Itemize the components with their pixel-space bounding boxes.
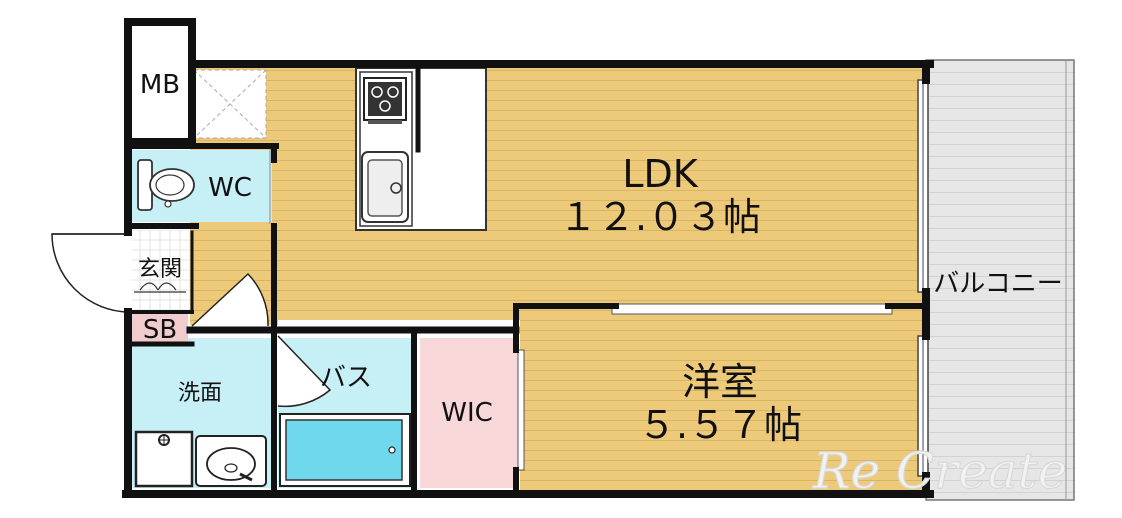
ldk-floor <box>190 68 926 320</box>
genkan-label: 玄関 <box>138 257 182 282</box>
watermark: Re Create <box>812 442 1067 500</box>
window-ldk <box>917 79 929 293</box>
stove-icon <box>363 77 407 124</box>
bathtub-icon <box>279 413 411 487</box>
sb-floor <box>132 312 188 342</box>
wc-label: WC <box>208 173 252 203</box>
ldk-size: １２.０３帖 <box>559 195 761 239</box>
wash-basin-icon <box>195 435 267 487</box>
washroom-label: 洗面 <box>178 381 222 406</box>
bath-label: バス <box>320 363 372 393</box>
western-name: 洋室 <box>682 360 758 404</box>
kitchen-sink-icon <box>361 151 409 223</box>
balcony-label: バルコニー <box>933 269 1062 299</box>
wic-label: WIC <box>441 398 493 428</box>
mb-floor <box>132 26 188 138</box>
ldk-name: LDK <box>622 152 698 196</box>
shoe-box-doors <box>134 282 186 293</box>
wic-floor <box>420 338 518 488</box>
western-floor <box>520 318 926 490</box>
sliding-door-western <box>611 303 893 315</box>
entrance-door <box>51 233 131 313</box>
wic-sliding-door <box>517 349 525 471</box>
sb-label: SB <box>143 315 177 345</box>
washroom-door <box>191 272 269 327</box>
mb-label: MB <box>140 70 180 100</box>
balcony-area <box>925 59 1075 501</box>
toilet-icon <box>137 159 195 211</box>
western-size: ５.５７帖 <box>638 403 802 447</box>
walls <box>122 18 934 498</box>
genkan-floor <box>132 230 190 310</box>
pipe-space <box>193 69 267 139</box>
bath-door <box>277 335 332 408</box>
washing-machine-pan-icon <box>134 430 194 488</box>
